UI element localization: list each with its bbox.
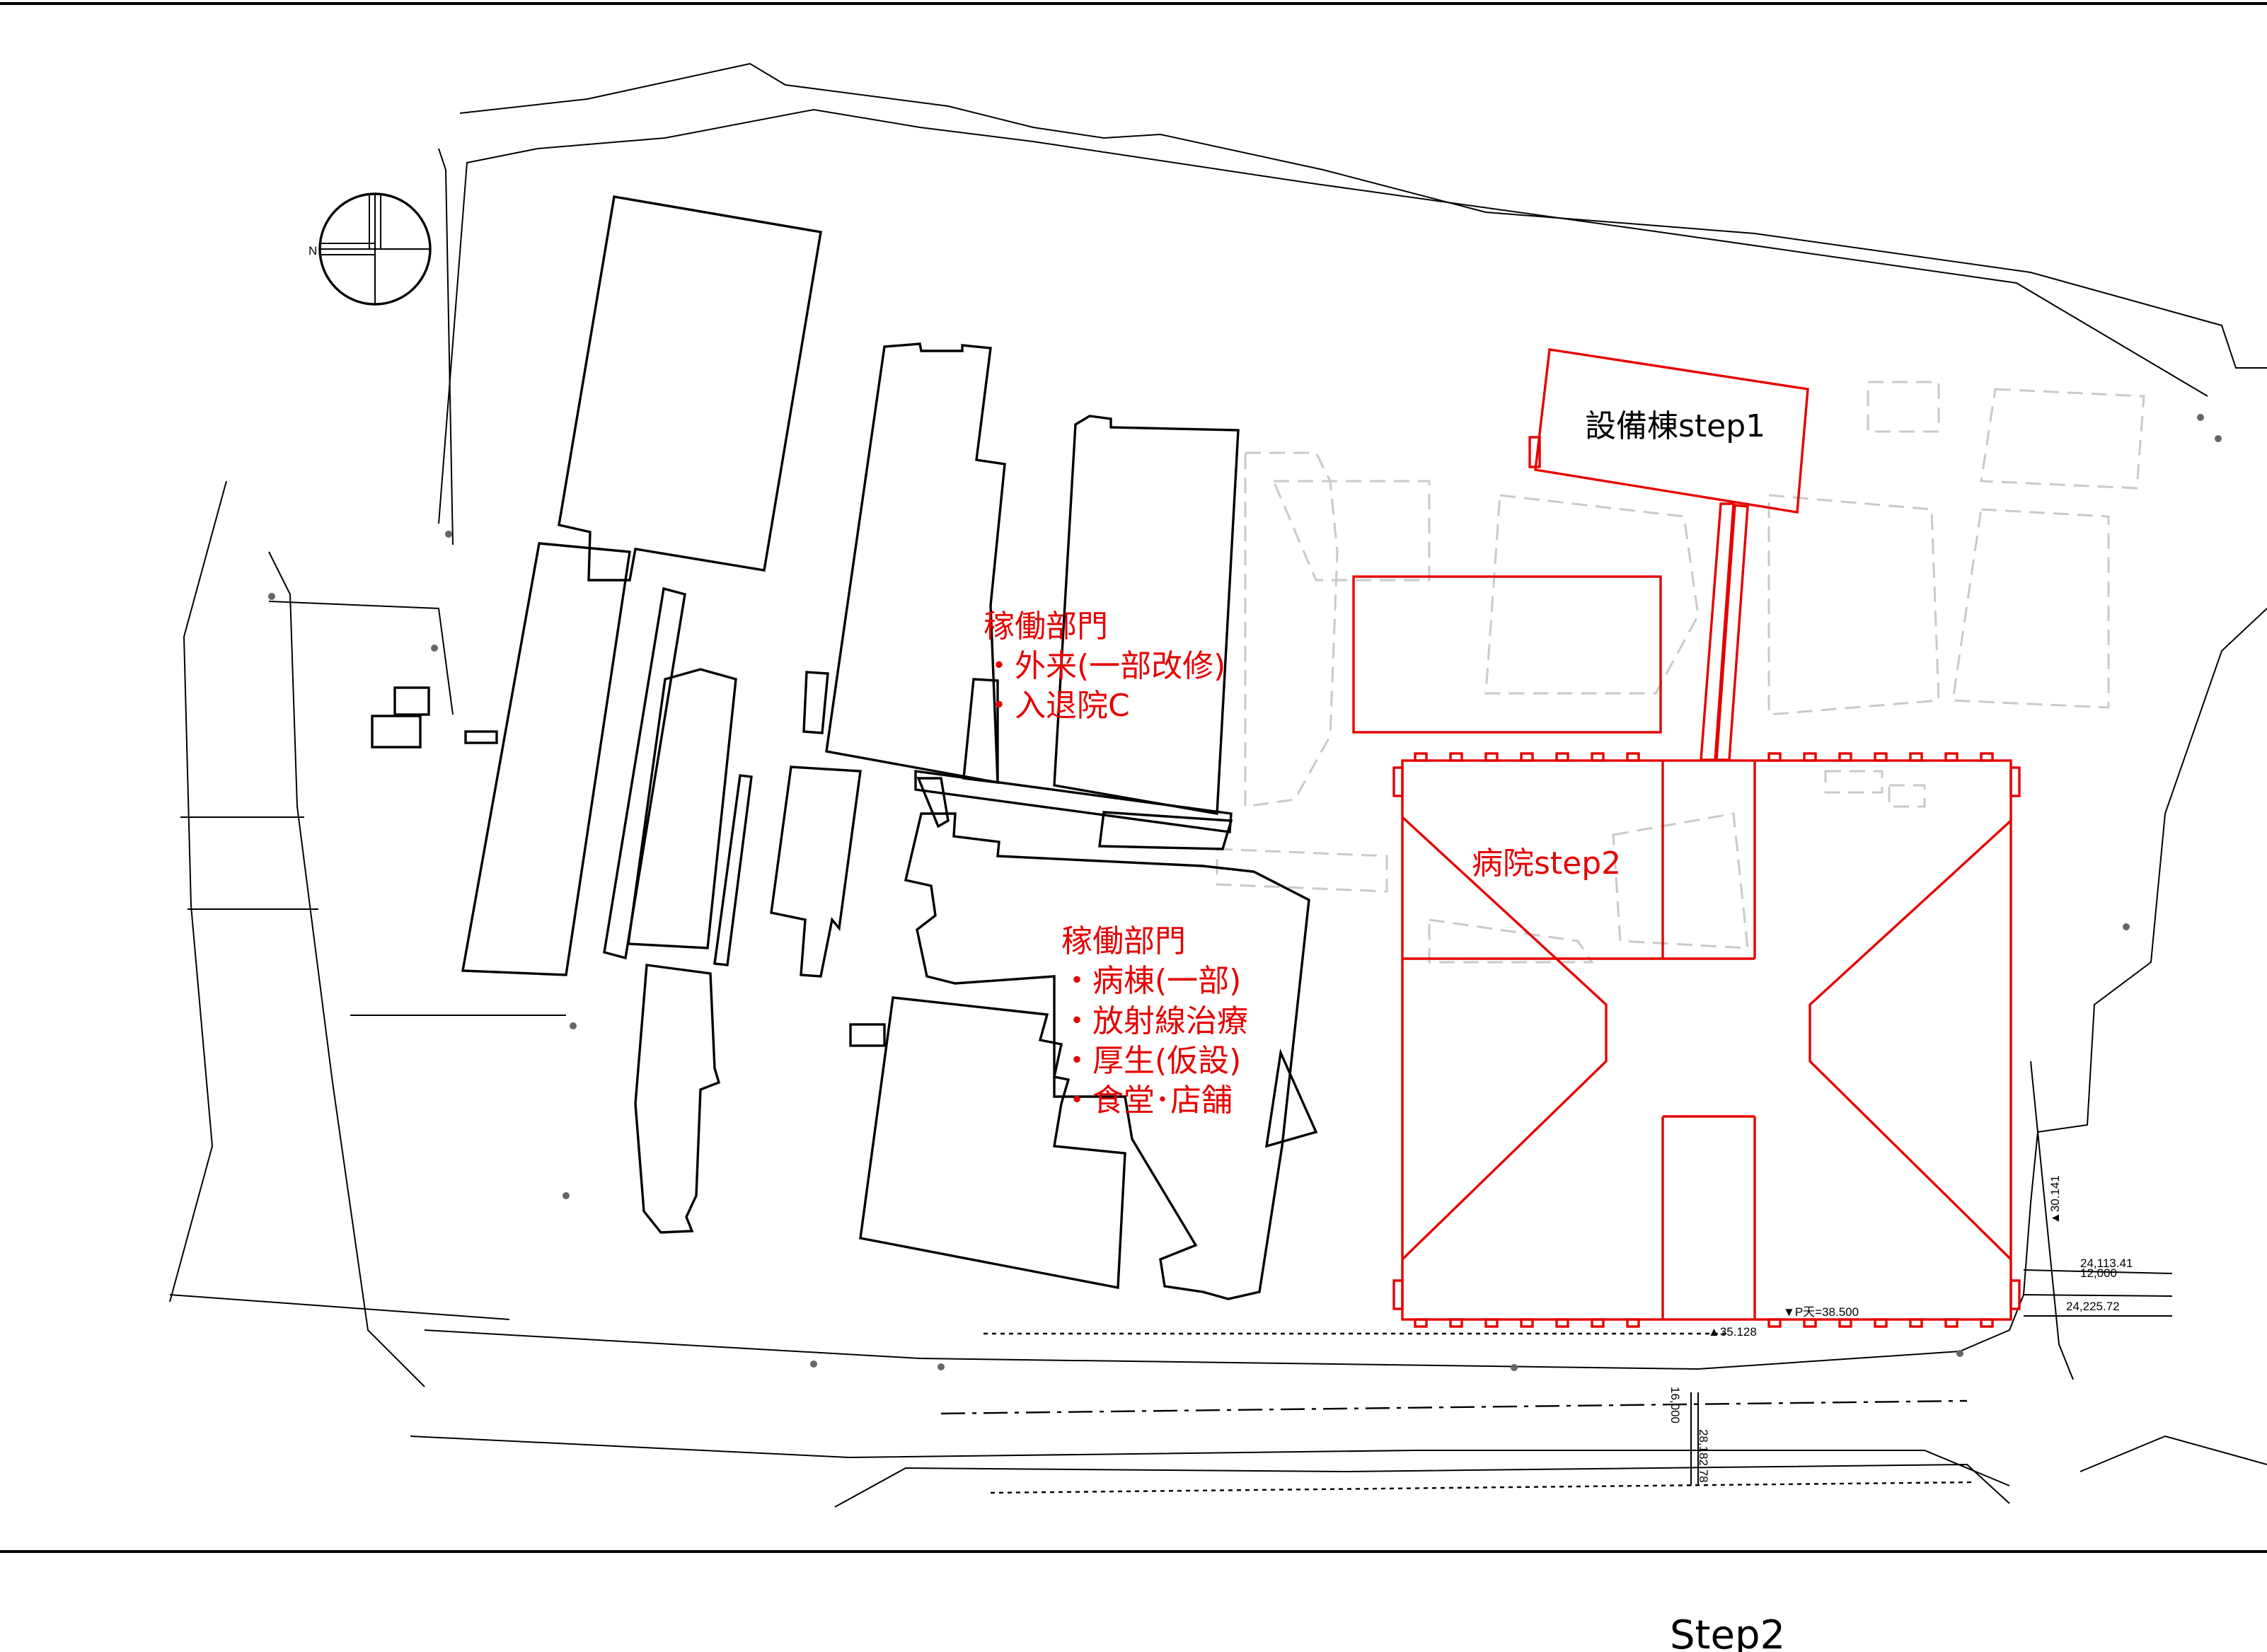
facility-building-label: 設備棟step1 (1585, 408, 1765, 444)
ops2-title: 稼働部門 (1061, 923, 1186, 959)
step-label: Step2 (1670, 1612, 1785, 1652)
dimension-annotations: ▼P天=38.500 ▲35.128 24,113.41 12,000 24,2… (1668, 1175, 2133, 1482)
facility-connector (1700, 502, 1735, 761)
ops2-item-2: ・放射線治療 (1061, 1003, 1248, 1039)
ops2-item-3: ・厚生(仮設) (1061, 1043, 1241, 1079)
ops2-item-4: ・食堂･店舗 (1061, 1082, 1233, 1119)
ops1-title: 稼働部門 (983, 608, 1108, 645)
road-center-lines (940, 1332, 1975, 1494)
frame-lines (0, 2, 2267, 1553)
hospital-label: 病院step2 (1472, 845, 1621, 882)
hospital-crenellations (1392, 752, 2021, 1328)
ops1-item-2: ・入退院C (983, 688, 1130, 724)
proposed-buildings (1352, 348, 2021, 1328)
existing-buildings-to-demolish (1216, 381, 2145, 964)
facility-building-outline (1534, 348, 1809, 514)
ops1-item-1: ・外来(一部改修) (983, 648, 1225, 684)
site-boundary (169, 62, 2267, 1508)
level-b-label: ▲30.141 (2048, 1175, 2062, 1224)
existing-buildings (371, 195, 1318, 1300)
level-p-label: ▼P天=38.500 (1783, 1305, 1859, 1319)
dimension-d5: 16,000 (1668, 1387, 1682, 1423)
temporary-building-outline (1352, 575, 1662, 734)
compass-north-label: N (308, 244, 317, 258)
dimension-d4: 28,182.78 (1697, 1429, 1710, 1483)
dimension-d3: 24,225.72 (2066, 1300, 2120, 1313)
survey-nodes (268, 414, 2222, 1371)
ops2-item-1: ・病棟(一部) (1061, 963, 1241, 999)
hospital-outline (1401, 759, 2012, 1321)
level-a-label: ▲35.128 (1708, 1325, 1757, 1339)
proposal-labels: 設備棟step1 病院step2 稼働部門 ・外来(一部改修) ・入退院C 稼働… (983, 408, 1765, 1119)
compass-icon: N (308, 192, 432, 306)
dimension-d2: 12,000 (2080, 1266, 2117, 1280)
dimension-d1: 24,113.41 (2080, 1257, 2133, 1270)
